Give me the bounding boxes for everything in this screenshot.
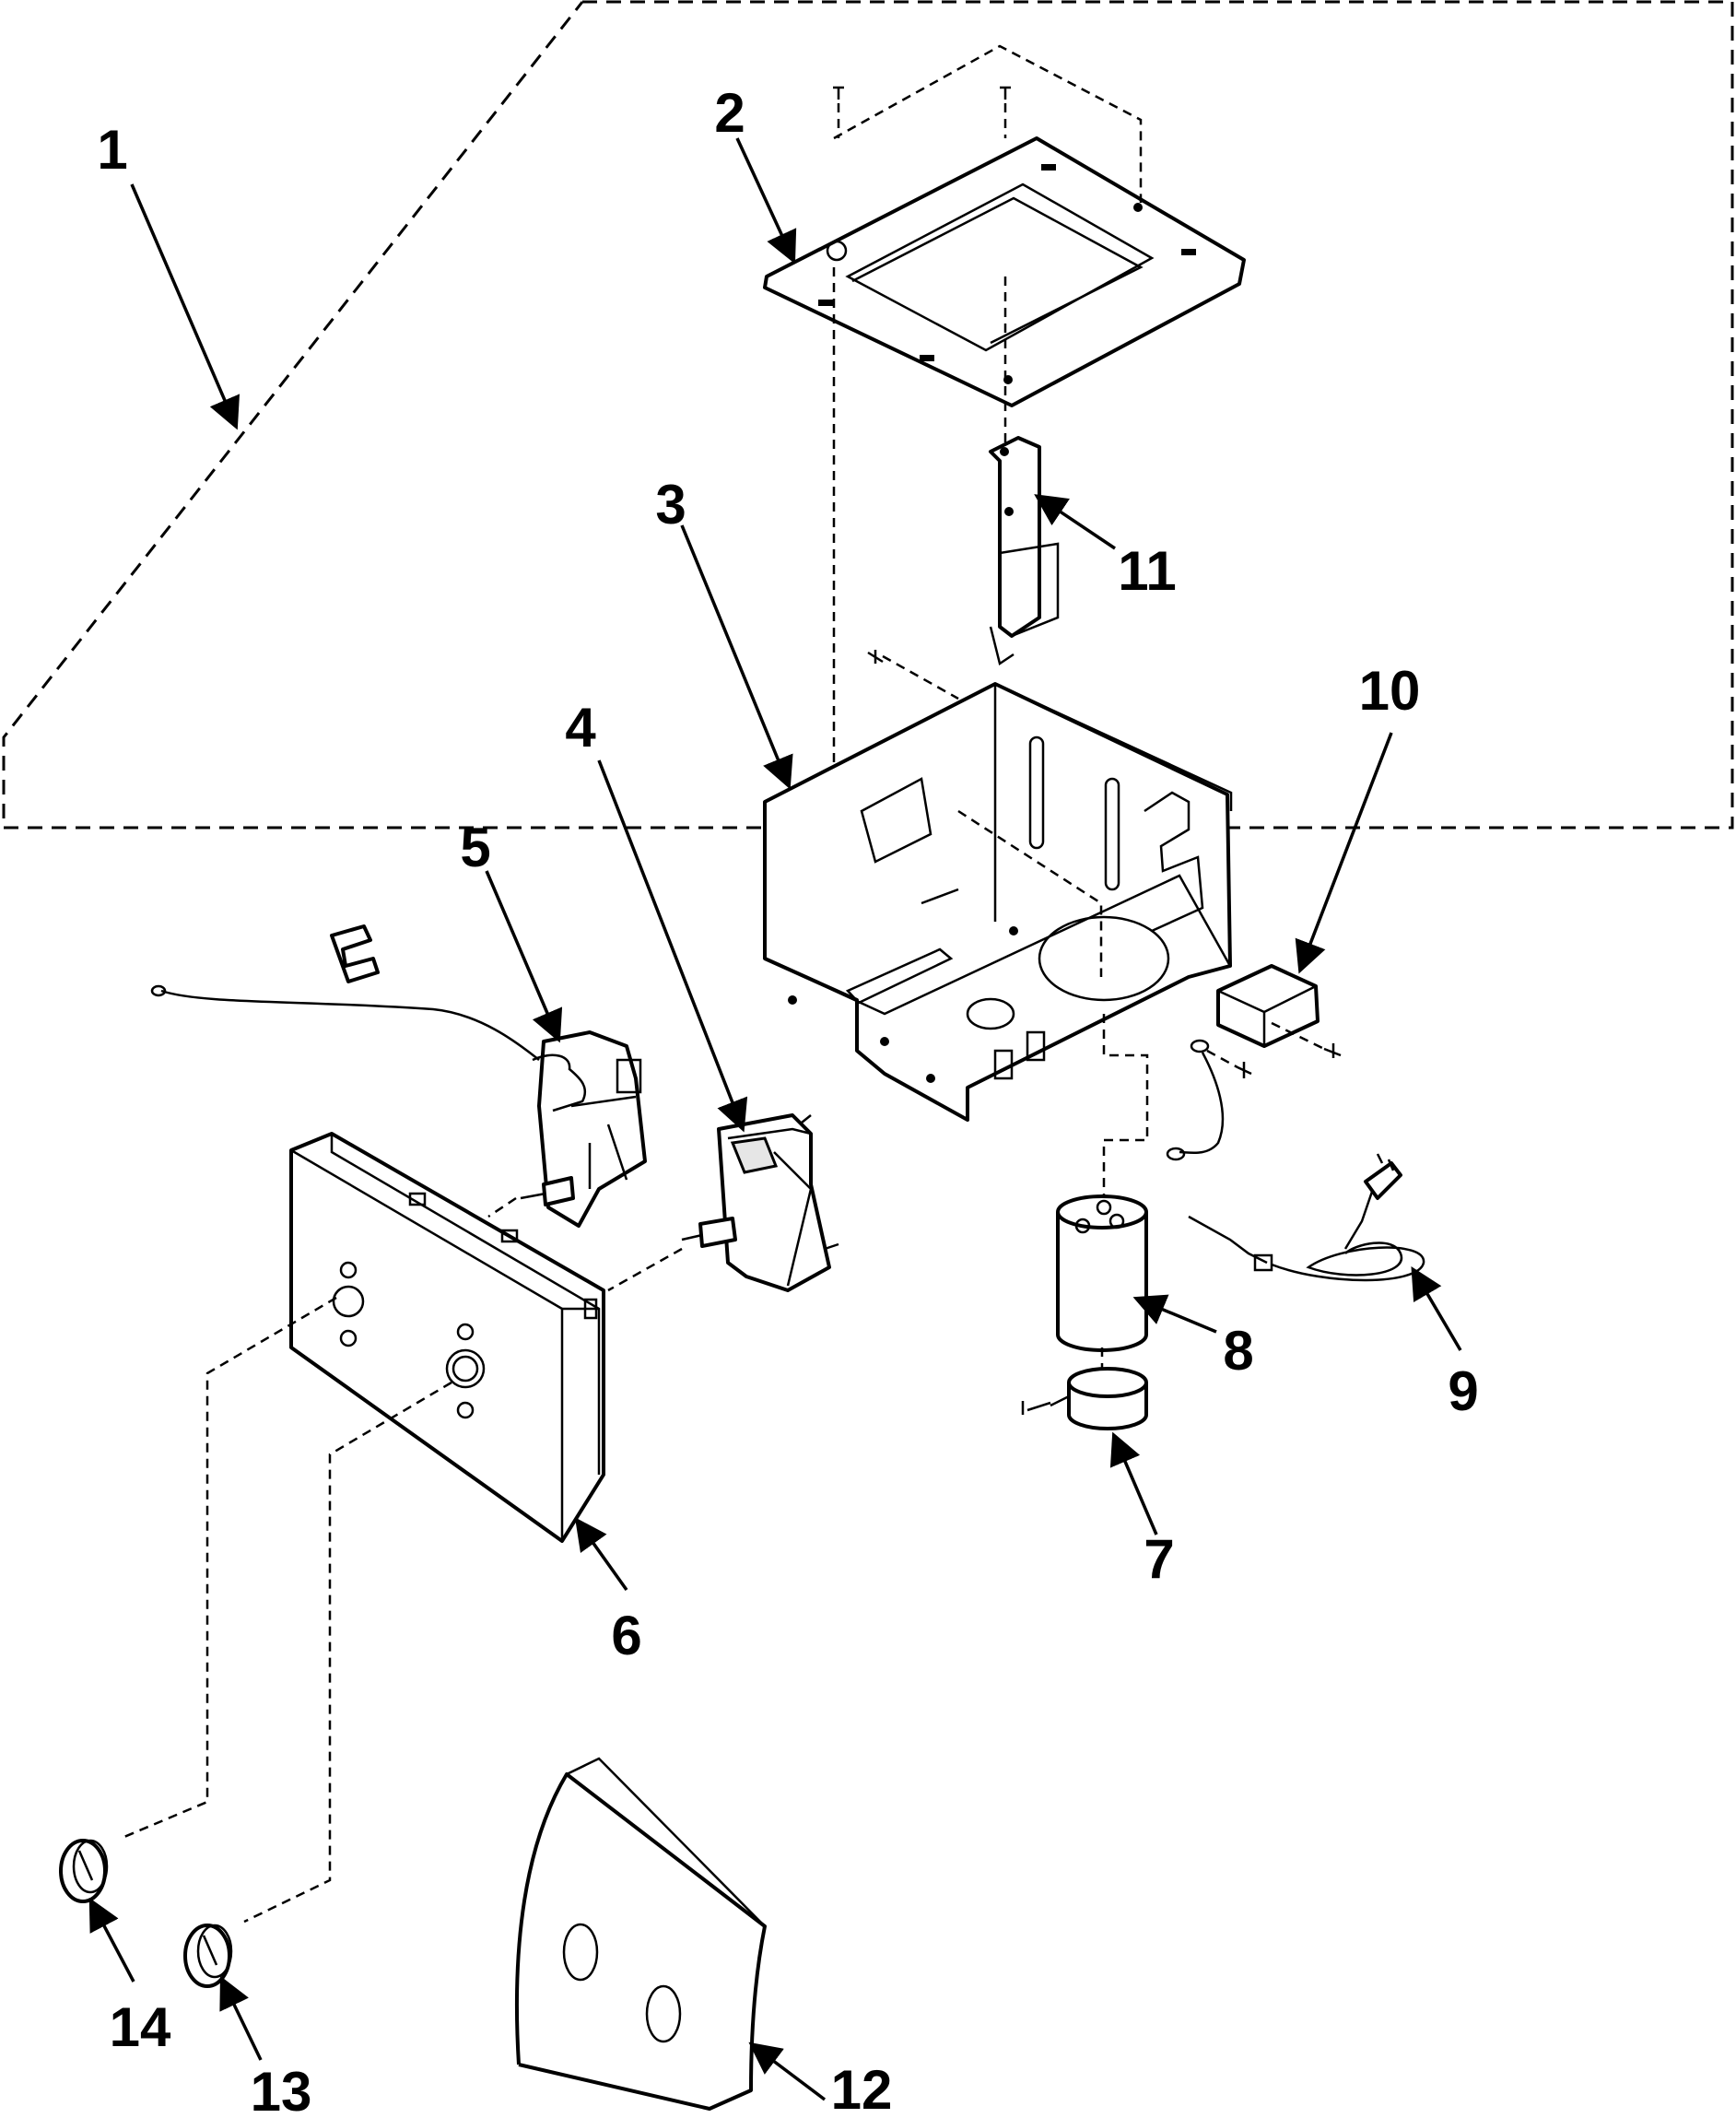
thermostat-guide [487,1196,517,1218]
callout-5: 5 [460,817,490,878]
part-3-chassis-box [763,682,1233,1122]
part-12-front-panel [514,1757,767,2111]
part-10-screw-guide [1271,1021,1325,1051]
cover-screw-guide [833,44,1143,203]
part-13-knob [183,1924,233,1988]
callout-14: 14 [110,1996,171,2058]
callout-7: 7 [1144,1528,1174,1590]
capacitor-guide [1102,1014,1149,1198]
callout-8: 8 [1223,1320,1253,1382]
callout-9: 9 [1448,1360,1478,1422]
part-14-knob [59,1839,109,1903]
callout-1: 1 [97,119,127,181]
part-11-bracket [989,436,1060,666]
callout-13: 13 [251,2061,312,2118]
callout-11: 11 [1118,540,1176,602]
part-10-filter-box [1216,964,1342,1058]
leader-lines [88,137,1462,2101]
part-4-switch [681,1113,839,1292]
callout-10: 10 [1359,660,1421,722]
part-6-control-housing [289,1132,605,1543]
part-5-thermostat [150,924,647,1228]
cover-to-box-guide [832,267,1007,770]
callout-12: 12 [831,2059,893,2118]
part-8-capacitor [1056,1194,1148,1352]
ground-wire [1166,1039,1252,1161]
ground-screw-guide [1206,1049,1238,1069]
callout-3: 3 [655,474,686,535]
cover-screws [833,86,1011,100]
callout-2: 2 [714,82,745,144]
knob-13-guide [243,1381,452,1924]
part-7-clamp [1021,1367,1148,1430]
switch-guide [607,1247,683,1292]
assembly-boundary [2,0,1734,830]
box-left-screw [867,650,884,664]
callout-6: 6 [611,1605,641,1666]
knob-14-guide [119,1296,337,1841]
part-2-cover-plate [763,136,1246,407]
part-9-power-cord [1188,1153,1425,1282]
callout-4: 4 [565,697,596,759]
